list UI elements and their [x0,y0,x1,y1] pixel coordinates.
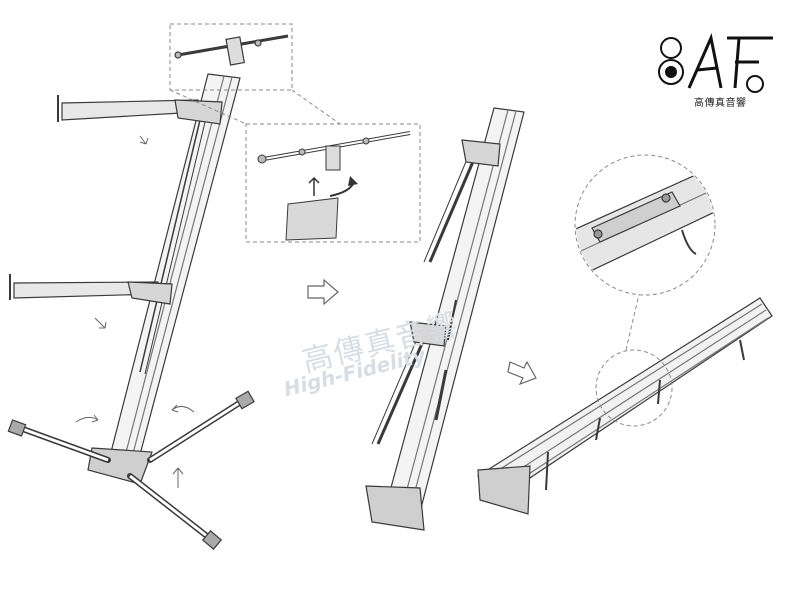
fold-arrow-icon [172,467,184,488]
fold-arrow-icon [75,414,99,423]
boom-detail-callout [169,23,421,243]
folded-base [365,485,425,531]
folded-arms-stand [365,107,525,531]
brand-logo [655,28,780,108]
step-arrows [307,278,537,386]
zoom-source-circle [595,349,673,427]
stand-brace [139,119,201,373]
callout-source-box [169,23,293,91]
folded-lower-arm [376,329,430,445]
step-arrow-2-icon [507,360,537,386]
lift-arrow-icon [308,176,320,196]
fold-arrow-icon [94,317,107,329]
fold-arrow-icon [171,404,195,413]
brand-subtitle: 高傳真音響 [694,98,747,109]
stand-column [109,73,241,463]
assembled-stand [7,34,289,550]
folded-upper-arm [428,149,480,263]
fully-folded-stand [477,297,773,515]
fold-arrow-icon [139,135,149,145]
latch-zoom [574,154,716,427]
fold-arrows [75,135,195,488]
step-arrow-1-icon [307,278,339,306]
